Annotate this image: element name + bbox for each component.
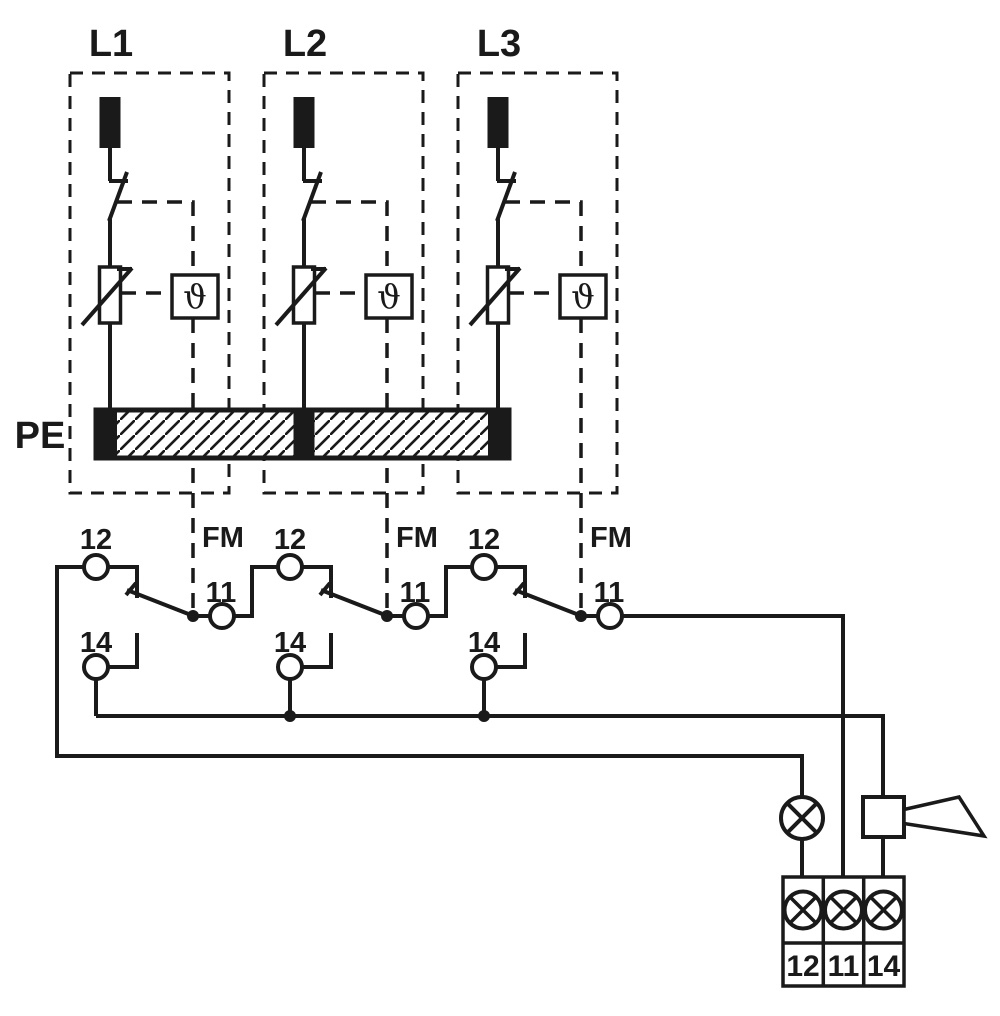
contact-14-circle [276,653,304,681]
supply-terminal [293,97,315,148]
signal-wiring [55,565,885,878]
pe-terminal-l2 [293,410,315,458]
wire-14-bus [96,714,885,797]
contact-12-label: 12 [468,524,500,556]
contact-14-circle [470,653,498,681]
temperature-monitor: ϑ [170,273,220,320]
phase-module-l1: L1 ϑ FM 12 11 14 [68,23,244,716]
junction-dot [187,610,199,622]
junction-dot [381,610,393,622]
fm-label: FM [590,522,632,554]
screw-terminal-11 [823,889,864,931]
phase-label: L2 [283,23,327,65]
acoustic-horn-icon [861,795,988,839]
terminal-label-11: 11 [828,950,860,983]
terminal-label-12: 12 [786,950,819,983]
varistor [274,265,328,327]
varistor [468,265,522,327]
mechanical-linkage-line [311,200,389,274]
changeover-contact [276,553,430,716]
pe-equipotential-bar: PE [15,407,512,461]
thermal-disconnect-switch [301,147,323,267]
terminal-label-14: 14 [867,950,901,983]
terminal-block-dividers [783,877,904,986]
theta-symbol: ϑ [377,277,401,316]
supply-terminal [487,97,509,148]
thermal-disconnect-switch [495,147,517,267]
temperature-monitor: ϑ [558,273,608,320]
changeover-contact [82,553,236,716]
changeover-contact [470,553,624,716]
junction-dot [478,710,490,722]
temperature-monitor: ϑ [364,273,414,320]
contact-12-circle [276,553,304,581]
contact-11-circle [208,602,236,630]
fm-label: FM [396,522,438,554]
fm-label: FM [202,522,244,554]
pe-terminal-l3 [488,410,509,458]
screw-terminal-14 [863,889,904,931]
phase-label: L3 [477,23,521,65]
junction-dot [575,610,587,622]
screw-terminal-12 [782,889,824,931]
pe-terminal-l1 [96,410,117,458]
contact-12-circle [470,553,498,581]
theta-symbol: ϑ [183,277,207,316]
contact-14-circle [82,653,110,681]
contact-12-label: 12 [80,524,112,556]
contact-11-circle [596,602,624,630]
phase-label: L1 [89,23,133,65]
terminal-block: 12 11 14 [781,875,906,988]
varistor [80,265,134,327]
thermal-disconnect-switch [107,147,129,267]
contact-12-label: 12 [274,524,306,556]
indicator-lamp-icon [779,795,825,841]
module-boundary-box [68,71,231,495]
phase-module-l3: L3 ϑ FM 12 11 14 [456,23,632,716]
theta-symbol: ϑ [571,277,595,316]
mechanical-linkage-line [505,200,583,274]
wire-11-to-terminal [622,614,845,878]
module-boundary-box [262,71,425,495]
contact-11-circle [402,602,430,630]
mechanical-linkage-line [117,200,195,274]
module-boundary-box [456,71,619,495]
pe-label: PE [15,415,66,457]
contact-12-circle [82,553,110,581]
junction-dot [284,710,296,722]
phase-module-l2: L2 ϑ FM 12 11 14 [262,23,438,716]
supply-terminal [99,97,121,148]
wire-link-11-to-12 [428,565,472,618]
wire-link-11-to-12 [234,565,278,618]
wire-12-bus [55,565,804,798]
